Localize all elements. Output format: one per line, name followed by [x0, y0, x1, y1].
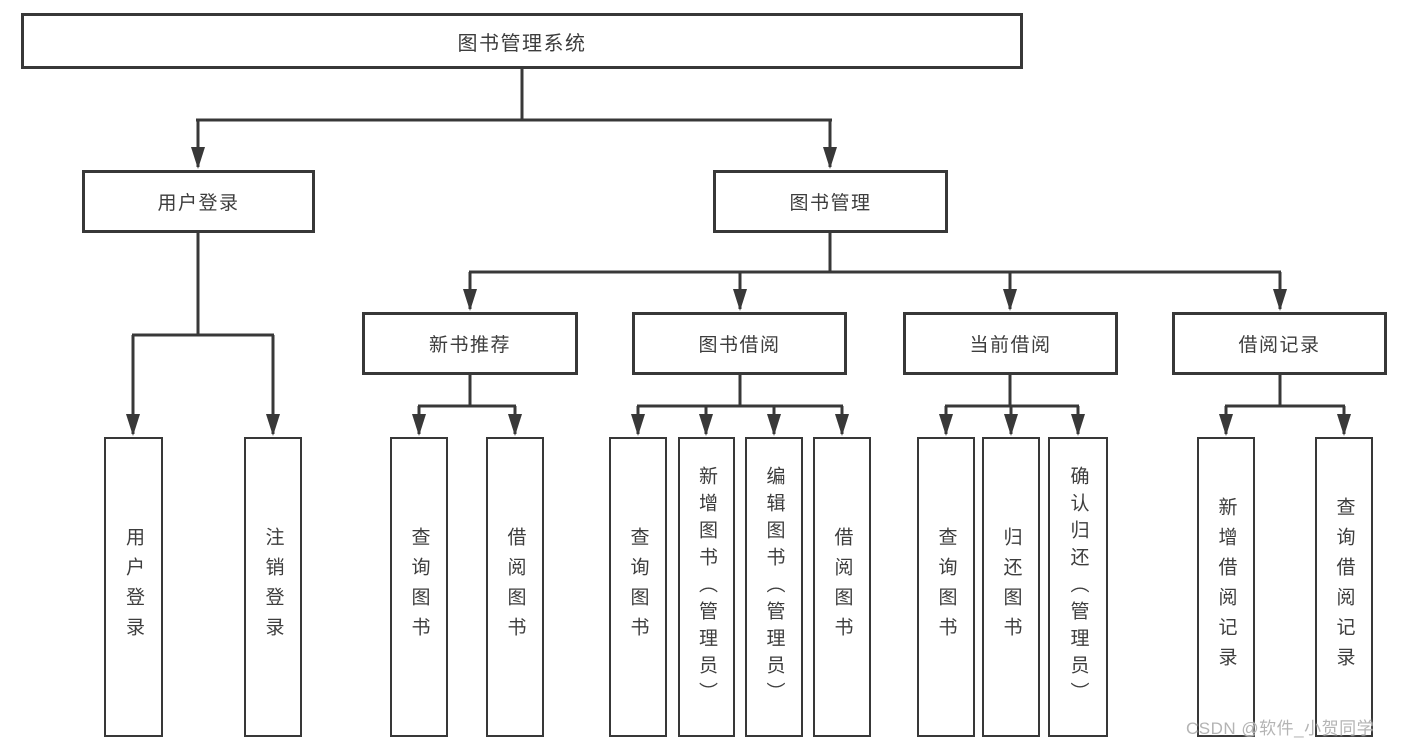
- leaf-logout: 注销登录: [244, 437, 302, 737]
- connector-group: [126, 69, 1351, 436]
- leaf-label: 注销登录: [262, 527, 284, 647]
- leaf-label: 新增借阅记录: [1215, 497, 1237, 677]
- node-book-management: 图书管理: [713, 170, 948, 233]
- leaf-user-login: 用户登录: [104, 437, 163, 737]
- leaf-label: 归还图书: [1000, 527, 1022, 647]
- connector-new-book-recommend-branch: [418, 375, 516, 408]
- node-book-borrow: 图书借阅: [632, 312, 847, 375]
- leaf-label: 借阅图书: [504, 527, 526, 647]
- leaf-edit-books-admin: 编辑图书（管理员）: [745, 437, 803, 737]
- leaf-label: 查询图书: [408, 527, 430, 647]
- node-label: 借阅记录: [1238, 335, 1321, 356]
- leaf-add-borrow-record: 新增借阅记录: [1197, 437, 1255, 737]
- node-root-library-system: 图书管理系统: [21, 13, 1023, 69]
- node-new-book-recommend: 新书推荐: [362, 312, 578, 375]
- connector-root-trunk: [196, 69, 832, 122]
- node-label: 当前借阅: [969, 335, 1052, 356]
- leaf-label: 编辑图书（管理员）: [763, 465, 785, 709]
- node-label: 新书推荐: [428, 335, 511, 356]
- connector-user-login-branch: [132, 233, 274, 337]
- node-label: 用户登录: [157, 193, 240, 214]
- node-user-login: 用户登录: [82, 170, 315, 233]
- connector-borrow-records-branch: [1225, 375, 1345, 408]
- node-label: 图书管理系统: [457, 32, 587, 55]
- leaf-query-books-current: 查询图书: [917, 437, 975, 737]
- leaf-label: 查询图书: [627, 527, 649, 647]
- connector-current-borrow-branch: [945, 375, 1079, 408]
- node-label: 图书管理: [789, 193, 872, 214]
- leaf-add-books-admin: 新增图书（管理员）: [678, 437, 735, 737]
- connector-book-borrow-branch: [637, 375, 843, 408]
- leaf-borrow-books: 借阅图书: [813, 437, 871, 737]
- leaf-label: 查询图书: [935, 527, 957, 647]
- node-current-borrow: 当前借阅: [903, 312, 1118, 375]
- leaf-borrow-books-recommend: 借阅图书: [486, 437, 544, 737]
- leaf-confirm-return-admin: 确认归还（管理员）: [1048, 437, 1108, 737]
- leaf-label: 新增图书（管理员）: [696, 465, 717, 709]
- leaf-label: 借阅图书: [831, 527, 853, 647]
- node-label: 图书借阅: [698, 335, 781, 356]
- csdn-watermark: CSDN @软件_小贺同学: [1186, 719, 1375, 738]
- leaf-label: 查询借阅记录: [1333, 497, 1355, 677]
- connector-book-management-branch: [469, 233, 1281, 274]
- leaf-query-borrow-record: 查询借阅记录: [1315, 437, 1373, 737]
- leaf-query-books-recommend: 查询图书: [390, 437, 448, 737]
- leaf-label: 确认归还（管理员）: [1067, 465, 1089, 709]
- leaf-return-books: 归还图书: [982, 437, 1040, 737]
- leaf-label: 用户登录: [123, 527, 144, 647]
- node-borrow-records: 借阅记录: [1172, 312, 1387, 375]
- leaf-query-books-borrow: 查询图书: [609, 437, 667, 737]
